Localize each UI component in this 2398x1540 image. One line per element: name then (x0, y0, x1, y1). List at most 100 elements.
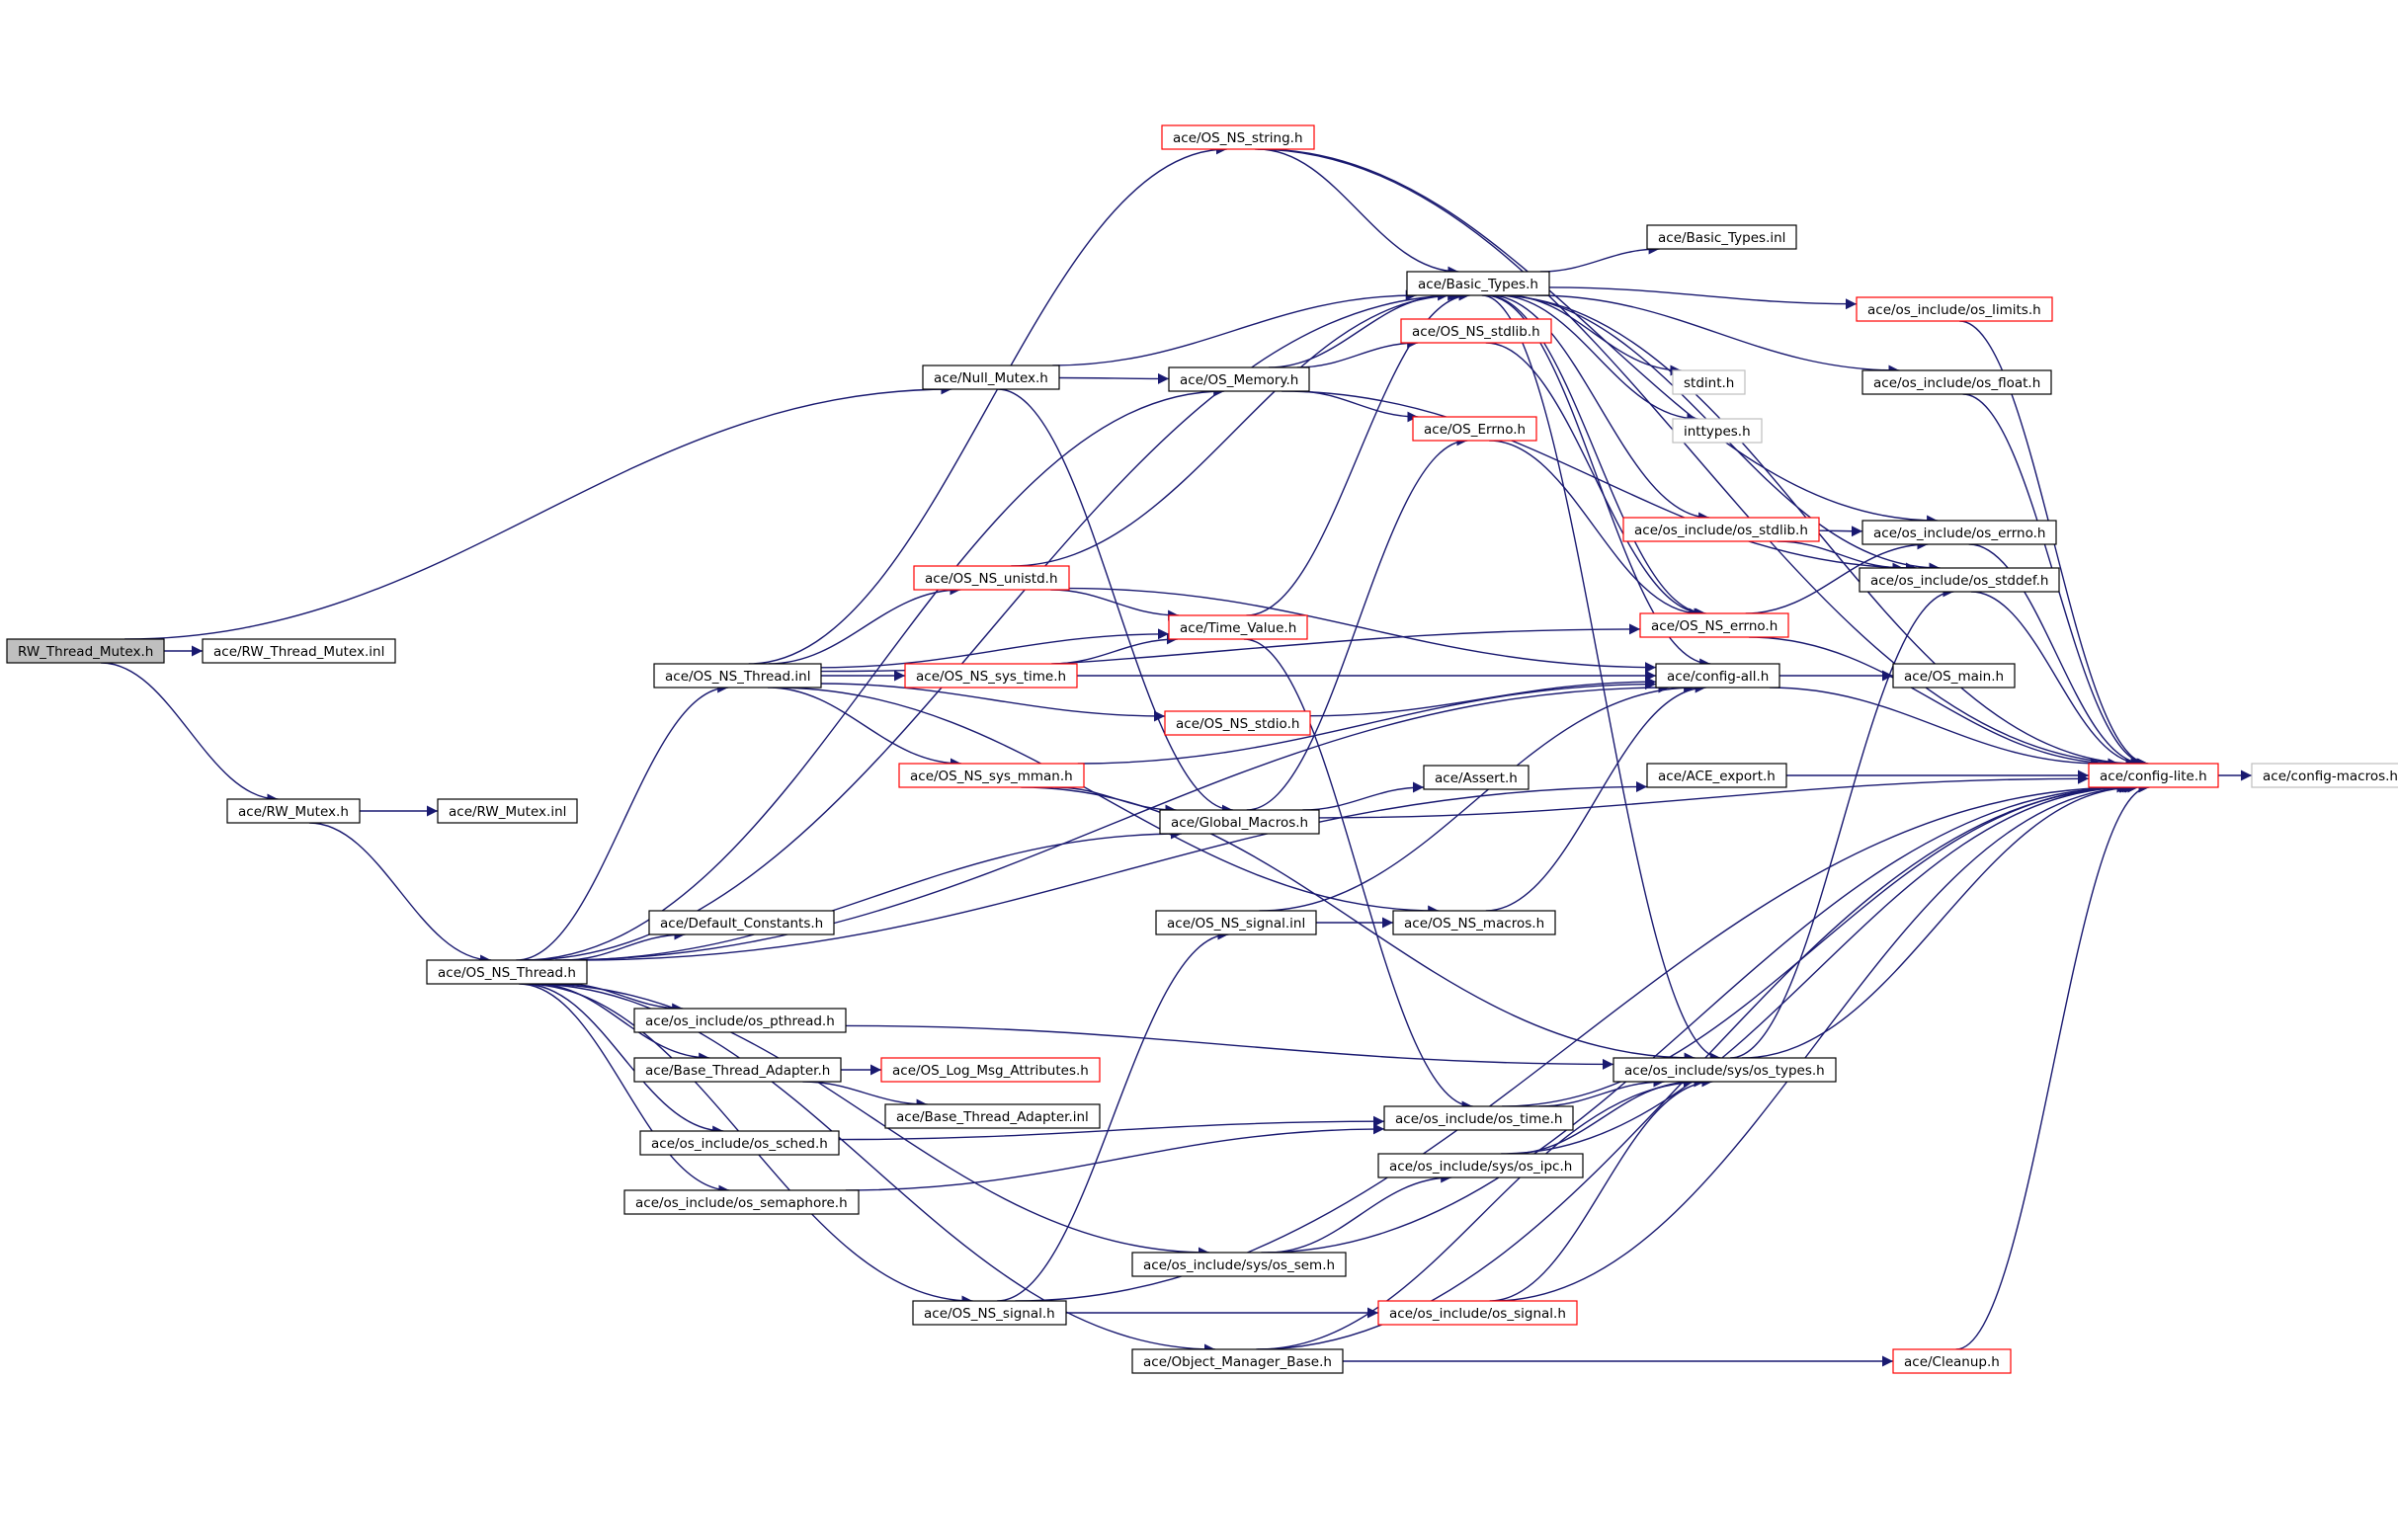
node-sys-os-ipc-h[interactable]: ace/os_include/sys/os_ipc.h (1377, 1153, 1584, 1178)
node-os-signal-h[interactable]: ace/os_include/os_signal.h (1377, 1300, 1578, 1326)
node-rw-thread-mutex-inl[interactable]: ace/RW_Thread_Mutex.inl (202, 638, 396, 664)
node-box (639, 1130, 840, 1156)
node-box (1861, 369, 2052, 395)
node-box (1646, 224, 1797, 250)
node-label: ace/OS_NS_sys_time.h (916, 669, 1066, 685)
edge-basic-types-h-to-basic-types-inl (1539, 243, 1660, 273)
node-label: ace/Assert.h (1435, 770, 1518, 786)
node-os-ns-stdio-h[interactable]: ace/OS_NS_stdio.h (1164, 710, 1311, 736)
node-os-ns-sys-mman-h[interactable]: ace/OS_NS_sys_mman.h (898, 763, 1085, 788)
node-basic-types-inl[interactable]: ace/Basic_Types.inl (1646, 224, 1797, 250)
node-sys-os-sem-h[interactable]: ace/os_include/sys/os_sem.h (1131, 1252, 1347, 1277)
edge-object-manager-base-h-to-sys-os-types-h (1257, 1076, 1705, 1350)
node-ace-export-h[interactable]: ace/ACE_export.h (1646, 763, 1787, 788)
node-label: ace/os_include/os_time.h (1395, 1111, 1562, 1127)
edge-os-ns-signal-h-to-config-lite-h (1015, 781, 2128, 1302)
node-os-ns-signal-h[interactable]: ace/OS_NS_signal.h (912, 1300, 1067, 1326)
node-os-ns-sys-time-h[interactable]: ace/OS_NS_sys_time.h (904, 663, 1078, 689)
node-rw-thread-mutex-h[interactable]: RW_Thread_Mutex.h (6, 638, 165, 664)
node-os-ns-signal-inl[interactable]: ace/OS_NS_signal.inl (1155, 910, 1317, 935)
node-box (1861, 520, 2057, 545)
node-default-constants-h[interactable]: ace/Default_Constants.h (648, 910, 835, 935)
node-rw-mutex-h[interactable]: ace/RW_Mutex.h (226, 798, 361, 824)
node-os-ns-thread-inl[interactable]: ace/OS_NS_Thread.inl (653, 663, 822, 689)
node-time-value-h[interactable]: ace/Time_Value.h (1168, 614, 1308, 640)
node-box (648, 910, 835, 935)
node-label: ace/os_include/os_pthread.h (645, 1013, 835, 1029)
node-os-stdlib-h[interactable]: ace/os_include/os_stdlib.h (1622, 517, 1820, 542)
node-box (1400, 318, 1552, 344)
node-sys-os-types-h[interactable]: ace/os_include/sys/os_types.h (1612, 1057, 1837, 1083)
edge-os-ns-thread-inl-to-os-ns-stdio-h (820, 683, 1166, 722)
node-os-time-h[interactable]: ace/os_include/os_time.h (1383, 1105, 1574, 1131)
node-box (1377, 1153, 1584, 1178)
node-os-sched-h[interactable]: ace/os_include/os_sched.h (639, 1130, 840, 1156)
edge-rw-thread-mutex-h-to-null-mutex-h (124, 383, 952, 640)
node-label: ace/os_include/os_errno.h (1873, 526, 2045, 541)
node-object-manager-base-h[interactable]: ace/Object_Manager_Base.h (1131, 1348, 1344, 1374)
node-os-log-msg-attributes-h[interactable]: ace/OS_Log_Msg_Attributes.h (880, 1057, 1101, 1083)
node-os-float-h[interactable]: ace/os_include/os_float.h (1861, 369, 2052, 395)
node-box (1159, 809, 1320, 835)
node-label: ace/OS_NS_unistd.h (925, 571, 1058, 587)
edge-config-all-h-to-config-lite-h (1769, 687, 2103, 770)
edge-os-ns-thread-inl-to-os-ns-string-h (748, 143, 1227, 665)
node-assert-h[interactable]: ace/Assert.h (1423, 765, 1530, 790)
node-box (1612, 1057, 1837, 1083)
node-label: ace/os_include/os_semaphore.h (635, 1195, 848, 1211)
node-config-all-h[interactable]: ace/config-all.h (1655, 663, 1780, 689)
edge-base-thread-adapter-h-to-base-thread-adapter-inl (802, 1081, 928, 1110)
edge-os-errno-h-to-os-ns-errno-h (1489, 440, 1700, 619)
node-os-limits-h[interactable]: ace/os_include/os_limits.h (1856, 296, 2053, 322)
node-os-ns-thread-h[interactable]: ace/OS_NS_Thread.h (426, 959, 588, 985)
node-stdint-h[interactable]: stdint.h (1672, 369, 1746, 395)
edge-os-errno-inc-h-to-config-lite-h (1968, 543, 2144, 770)
edge-os-ns-errno-h-to-config-lite-h (1749, 636, 2119, 770)
node-box (1892, 663, 2016, 689)
node-label: ace/config-macros.h (2263, 769, 2398, 784)
node-label: ace/OS_NS_stdio.h (1176, 716, 1299, 732)
node-os-ns-unistd-h[interactable]: ace/OS_NS_unistd.h (913, 565, 1070, 591)
node-base-thread-adapter-h[interactable]: ace/Base_Thread_Adapter.h (633, 1057, 842, 1083)
node-box (1377, 1300, 1578, 1326)
node-os-ns-string-h[interactable]: ace/OS_NS_string.h (1161, 124, 1315, 150)
edge-os-ns-macros-h-to-config-all-h (1485, 682, 1706, 912)
node-os-memory-h[interactable]: ace/OS_Memory.h (1168, 366, 1310, 392)
node-label: ace/OS_NS_stdlib.h (1412, 324, 1540, 340)
node-os-ns-errno-h[interactable]: ace/OS_NS_errno.h (1639, 612, 1789, 638)
node-os-main-h[interactable]: ace/OS_main.h (1892, 663, 2016, 689)
node-os-errno-inc-h[interactable]: ace/os_include/os_errno.h (1861, 520, 2057, 545)
node-basic-types-h[interactable]: ace/Basic_Types.h (1406, 271, 1550, 296)
node-cleanup-h[interactable]: ace/Cleanup.h (1892, 1348, 2012, 1374)
node-os-pthread-h[interactable]: ace/os_include/os_pthread.h (633, 1008, 847, 1033)
node-os-errno-h[interactable]: ace/OS_Errno.h (1412, 416, 1537, 442)
node-config-lite-h[interactable]: ace/config-lite.h (2088, 763, 2219, 788)
node-global-macros-h[interactable]: ace/Global_Macros.h (1159, 809, 1320, 835)
edge-null-mutex-h-to-os-memory-h (1058, 372, 1170, 384)
node-label: ace/os_include/sys/os_sem.h (1143, 1257, 1335, 1273)
node-base-thread-adapter-inl[interactable]: ace/Base_Thread_Adapter.inl (884, 1103, 1101, 1129)
node-label: ace/Basic_Types.inl (1658, 230, 1785, 246)
node-box (633, 1008, 847, 1033)
edge-os-ns-string-h-to-basic-types-h (1257, 148, 1459, 278)
edge-os-ns-thread-h-to-os-ns-thread-inl (516, 682, 729, 961)
edge-rw-mutex-h-to-os-ns-thread-h (308, 822, 492, 966)
node-label: ace/OS_NS_sys_mman.h (910, 769, 1073, 784)
node-label: ace/OS_Log_Msg_Attributes.h (892, 1063, 1089, 1079)
node-label: ace/os_include/os_float.h (1873, 375, 2040, 391)
node-os-ns-macros-h[interactable]: ace/OS_NS_macros.h (1392, 910, 1556, 935)
node-null-mutex-h[interactable]: ace/Null_Mutex.h (922, 365, 1060, 390)
node-os-ns-stdlib-h[interactable]: ace/OS_NS_stdlib.h (1400, 318, 1552, 344)
node-rw-mutex-inl[interactable]: ace/RW_Mutex.inl (437, 798, 578, 824)
node-label: ace/Base_Thread_Adapter.h (645, 1063, 830, 1079)
node-os-stddef-h[interactable]: ace/os_include/os_stddef.h (1859, 567, 2060, 593)
edge-os-ns-thread-h-to-ace-export-h (579, 781, 1648, 961)
node-box (1155, 910, 1317, 935)
node-os-semaphore-h[interactable]: ace/os_include/os_semaphore.h (623, 1189, 860, 1215)
node-box (1672, 418, 1763, 444)
node-inttypes-h[interactable]: inttypes.h (1672, 418, 1763, 444)
edge-basic-types-h-to-os-stdlib-h (1489, 294, 1710, 524)
edge-time-value-h-to-basic-types-h (1246, 289, 1470, 616)
node-config-macros-h[interactable]: ace/config-macros.h (2251, 763, 2398, 788)
edge-os-ns-thread-h-to-global-macros-h (564, 828, 1183, 961)
